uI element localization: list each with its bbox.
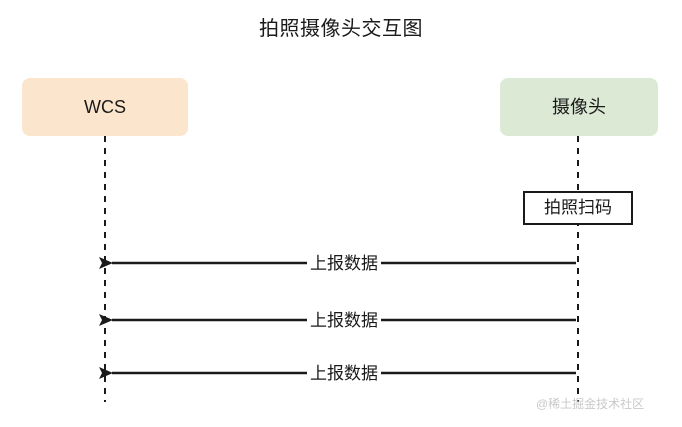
watermark-text: @稀土掘金技术社区 — [536, 397, 645, 411]
participant-box-camera[interactable]: 摄像头 — [500, 78, 658, 136]
participant-label-wcs: WCS — [84, 97, 126, 117]
participant-box-wcs[interactable]: WCS — [22, 78, 188, 136]
participant-label-camera: 摄像头 — [552, 97, 606, 117]
message-label-1: 上报数据 — [307, 254, 381, 274]
message-label-3: 上报数据 — [307, 364, 381, 384]
note-box-photo-scan[interactable]: 拍照扫码 — [523, 191, 633, 225]
note-label-photo-scan: 拍照扫码 — [544, 198, 612, 217]
page-title: 拍照摄像头交互图 — [259, 18, 423, 40]
message-label-2: 上报数据 — [307, 311, 381, 331]
lifelines-group — [104, 136, 579, 402]
